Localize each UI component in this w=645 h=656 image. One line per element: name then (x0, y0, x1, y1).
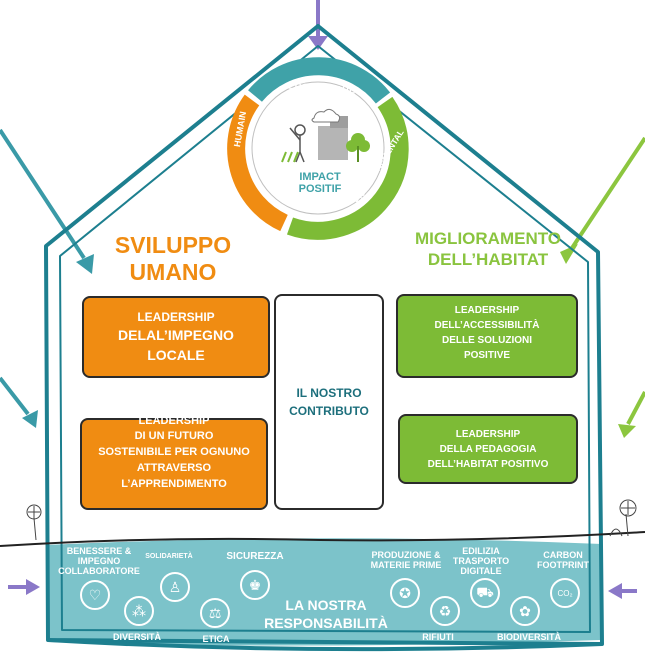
label-rifiuti: RIFIUTI (422, 632, 454, 642)
wheel-label-impact: IMPACT POSITIF (298, 171, 342, 195)
label-carbon-line1: CARBON (543, 550, 583, 560)
co2-cloud-icon: CO₂ (550, 578, 580, 608)
card-future-leadership: LEADERSHIP DI UN FUTURO SOSTENIBILE PER … (80, 415, 268, 510)
dandelion-right (609, 499, 637, 537)
transport-icon: ⛟ (470, 578, 500, 608)
flower-icon: ✿ (510, 596, 540, 626)
left-title-line1: SVILUPPO (114, 232, 232, 258)
label-etica: ETICA (202, 634, 230, 644)
card-center-line2: CONTRIBUTO (289, 404, 369, 418)
label-produzione: PRODUZIONE & MATERIE PRIME (366, 550, 446, 570)
label-produzione-line1: PRODUZIONE & (371, 550, 441, 560)
ground-line (0, 531, 645, 547)
recycle-icon: ♻ (430, 596, 460, 626)
card-future-line3: SOSTENIBILE PER OGNUNO (98, 446, 250, 458)
responsibility-title-line2: RESPONSABILITÀ (264, 615, 388, 631)
card-pedagogy-leadership: LEADERSHIP DELLA PEDAGOGIA DELL’HABITAT … (398, 414, 578, 484)
left-top-teal-arrow (0, 128, 94, 274)
label-solidarieta: SOLIDARIETÀ (145, 553, 193, 560)
responsibility-band (46, 538, 602, 646)
label-carbon-line2: FOOTPRINT (537, 560, 589, 570)
card-pedagogy-line3: DELL’HABITAT POSITIVO (427, 458, 549, 470)
left-mid-teal-arrow (0, 376, 38, 428)
card-local-line2: DELAL’IMPEGNO (118, 327, 234, 343)
hands-people-icon: ♙ (160, 572, 190, 602)
right-title: MIGLIORAMENTO DELL’HABITAT (398, 228, 578, 270)
label-carbon: CARBON FOOTPRINT (530, 550, 596, 570)
card-access-line4: POSITIVE (463, 349, 511, 361)
heart-hands-icon: ♡ (80, 580, 110, 610)
card-local-leadership: LEADERSHIP DELAL’IMPEGNO LOCALE (82, 296, 270, 378)
label-biodiversita: BIODIVERSITÀ (496, 632, 561, 642)
people-group-icon: ⁂ (124, 596, 154, 626)
card-pedagogy-line1: LEADERSHIP (455, 428, 521, 440)
label-diversita: DIVERSITÀ (112, 632, 161, 642)
card-accessibility-leadership: LEADERSHIP DELL’ACCESSIBILITÀ DELLE SOLU… (396, 294, 578, 378)
card-access-line1: LEADERSHIP (454, 304, 520, 316)
protect-person-icon: ♚ (240, 570, 270, 600)
card-access-line3: DELLE SOLUZIONI (442, 334, 532, 346)
dandelion-left (26, 504, 42, 541)
responsibility-title-line1: LA NOSTRA (285, 597, 367, 613)
label-benessere-line1: BENESSERE & (66, 546, 132, 556)
top-purple-arrow (308, 0, 328, 50)
card-center-line1: IL NOSTRO (296, 386, 362, 400)
left-title-line2: UMANO (129, 259, 217, 285)
card-future-line2: DI UN FUTURO (134, 430, 214, 442)
label-benessere-line3: COLLABORATORE (58, 566, 140, 576)
right-title-line2: DELL’HABITAT (427, 250, 549, 269)
impact-wheel (227, 57, 409, 240)
card-pedagogy-line2: DELLA PEDAGOGIA (439, 443, 537, 455)
label-edilizia: EDILIZIA TRASPORTO DIGITALE (448, 546, 514, 576)
label-edilizia-line2: TRASPORTO (452, 556, 510, 566)
label-produzione-line2: MATERIE PRIME (370, 560, 442, 570)
label-sicurezza: SICUREZZA (226, 551, 284, 562)
right-title-line1: MIGLIORAMENTO (414, 229, 562, 248)
left-bottom-purple-arrow (8, 579, 40, 595)
right-bottom-purple-arrow (608, 583, 637, 599)
label-edilizia-line3: DIGITALE (460, 566, 502, 576)
scales-icon: ⚖ (200, 598, 230, 628)
card-local-line1: LEADERSHIP (137, 310, 215, 324)
responsibility-title: LA NOSTRA RESPONSABILITÀ (262, 596, 390, 632)
card-local-line3: LOCALE (147, 347, 205, 363)
label-edilizia-line1: EDILIZIA (462, 546, 500, 556)
card-future-line4: ATTRAVERSO (136, 462, 212, 474)
medal-icon: ✪ (390, 578, 420, 608)
label-benessere: BENESSERE & IMPEGNO COLLABORATORE (58, 546, 140, 576)
right-mid-green-arrow (618, 391, 645, 438)
left-title: SVILUPPO UMANO (88, 232, 258, 286)
right-top-green-arrow (560, 136, 645, 264)
card-access-line2: DELL’ACCESSIBILITÀ (434, 319, 540, 331)
card-future-line5: L’APPRENDIMENTO (121, 478, 227, 490)
card-future-line1: LEADERSHIP (138, 415, 210, 427)
label-benessere-line2: IMPEGNO (77, 556, 121, 566)
card-our-contribution: IL NOSTRO CONTRIBUTO (274, 294, 384, 510)
